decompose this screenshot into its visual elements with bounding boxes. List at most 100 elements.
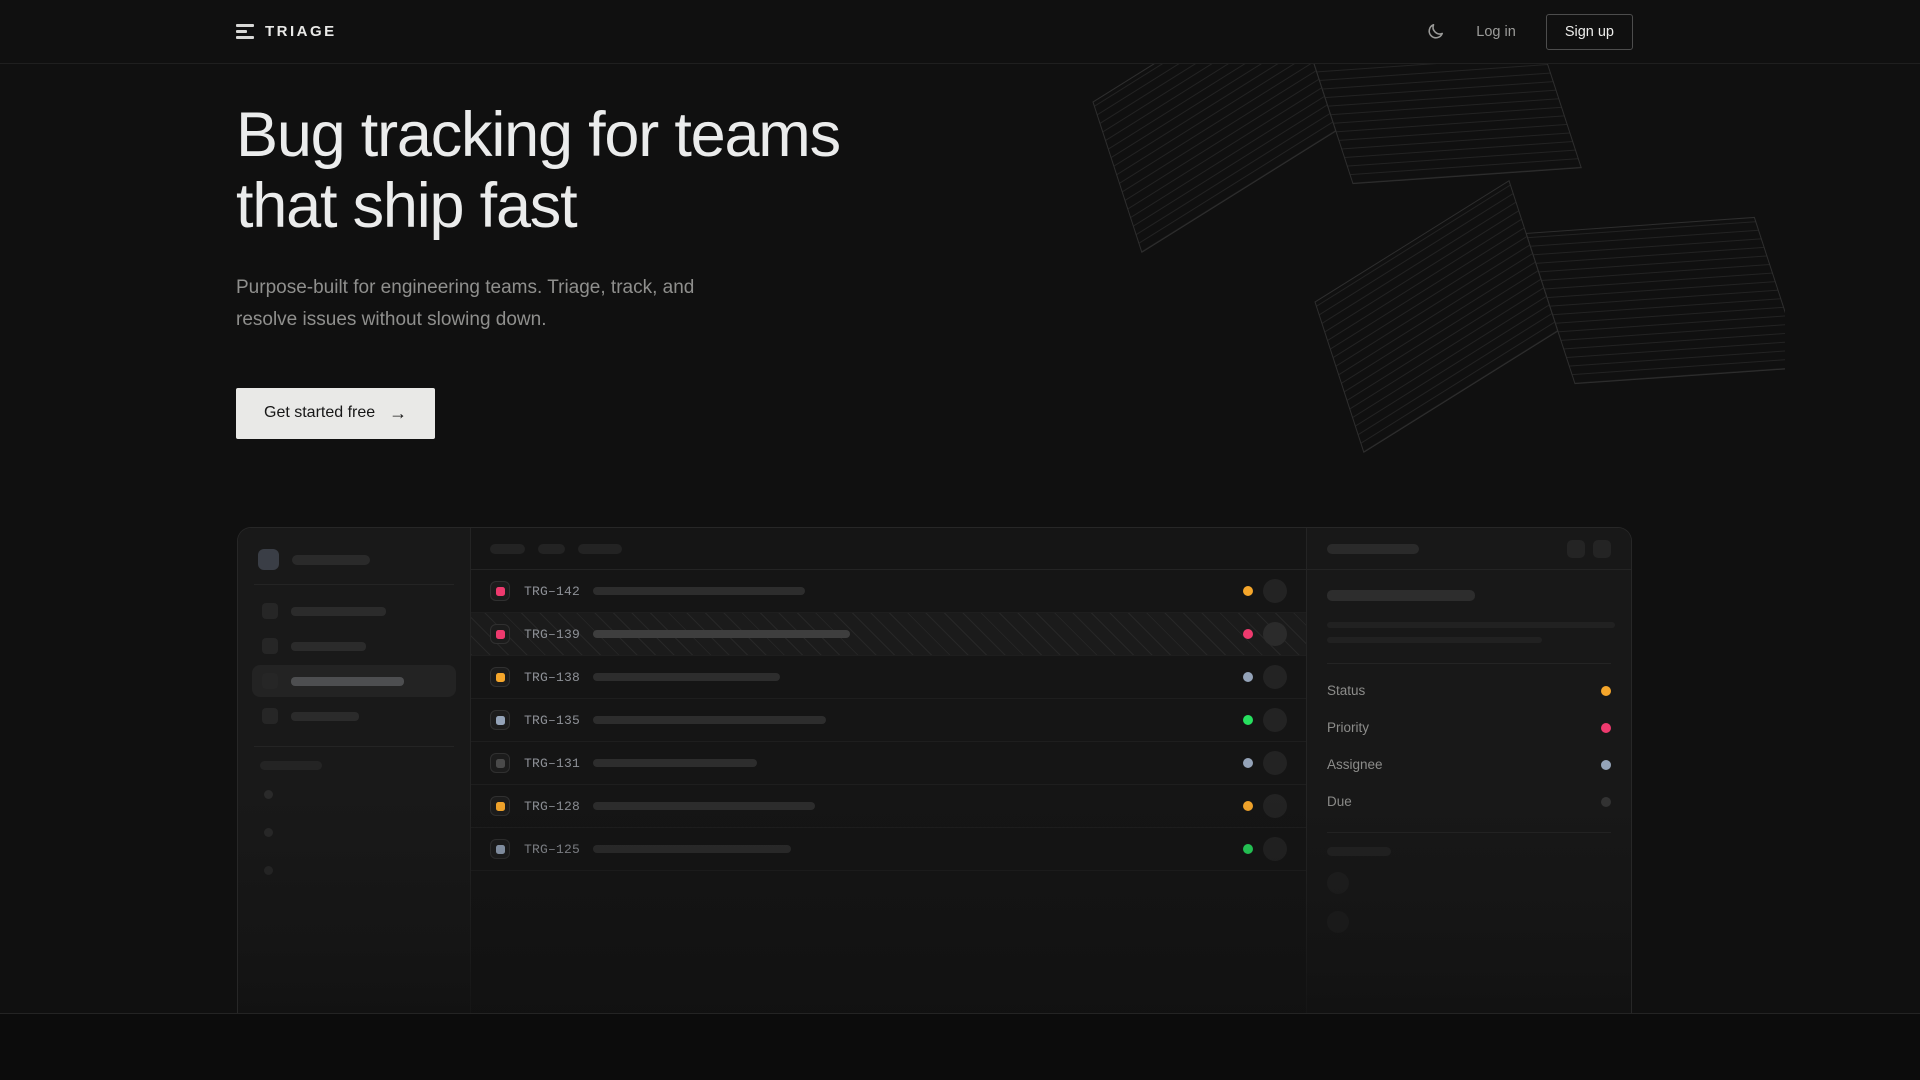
sidebar-item-label-skeleton [291,676,404,686]
theme-toggle-button[interactable] [1424,21,1446,43]
brand-logo-icon [236,24,254,39]
issue-type-icon [490,624,510,644]
issue-title-skeleton [593,845,792,853]
issue-type-icon-fill [495,629,505,639]
issue-type-icon [490,753,510,773]
issue-rows: TRG–142 TRG–139 [471,570,1306,871]
issue-row: TRG–125 [471,828,1306,871]
hero-subtitle: Purpose-built for engineering teams. Tri… [236,277,695,330]
issue-title-skeleton [593,673,781,681]
hero-headline-line1: Bug tracking for teams [236,100,841,170]
status-dot [1243,586,1253,596]
issue-id: TRG–128 [524,798,581,814]
property-row: Status [1327,672,1611,709]
issue-row: TRG–131 [471,742,1306,785]
sign-up-button[interactable]: Sign up [1545,13,1633,50]
panel-header-buttons [1567,539,1611,558]
issue-title-skeleton [593,716,827,724]
workspace-switcher-skeleton [252,543,456,584]
issue-type-icon [490,667,510,687]
sidebar-divider [254,746,454,747]
panel-divider [1327,663,1611,664]
issue-id: TRG–135 [524,712,581,728]
issue-title-skeleton [593,802,816,810]
status-dot [1243,629,1253,639]
issue-row-meta [1243,622,1287,646]
issue-id: TRG–125 [524,841,581,857]
sidebar-item-icon [262,638,278,654]
issue-title-skeleton [593,759,758,767]
issue-type-icon [490,839,510,859]
issue-row-meta [1243,837,1287,861]
hero-section: Bug tracking for teams that ship fast Pu… [236,100,841,439]
issue-id: TRG–142 [524,583,581,599]
issue-id: TRG–139 [524,626,581,642]
log-in-link[interactable]: Log in [1476,23,1516,40]
sidebar-item-icon [262,673,278,689]
app-mockup: TRG–142 TRG–139 [237,527,1632,1014]
panel-header [1307,528,1631,570]
hero-headline: Bug tracking for teams that ship fast [236,100,841,242]
issue-title-skeleton [1327,590,1475,601]
avatar [1263,665,1287,689]
issue-row-meta [1243,794,1287,818]
arrow-right-icon: → [389,403,408,424]
sidebar-item-skeleton [252,630,456,662]
sidebar-item-skeleton [252,595,456,627]
avatar [1263,794,1287,818]
list-tab-skeleton [490,543,525,554]
property-list: Status Priority Assignee [1327,672,1611,820]
sidebar-item-label-skeleton [291,711,359,721]
workspace-name-skeleton [292,554,370,565]
sidebar-dot-skeleton [264,790,273,799]
status-dot [1243,758,1253,768]
top-nav: TRIAGE Log in Sign up [0,0,1920,64]
issue-row: TRG–128 [471,785,1306,828]
issue-type-icon-fill [495,672,505,682]
property-label: Assignee [1327,757,1383,772]
description-line-skeleton [1327,622,1615,628]
nav-actions: Log in Sign up [1424,13,1633,50]
avatar [1263,708,1287,732]
activity-label-skeleton [1327,847,1391,856]
get-started-button[interactable]: Get started free → [236,387,436,439]
sidebar-item-active-skeleton [252,665,456,697]
property-row: Assignee [1327,746,1611,783]
status-dot [1243,672,1253,682]
issue-title-skeleton [593,587,806,595]
issue-type-icon [490,581,510,601]
property-row: Due [1327,783,1611,820]
panel-divider [1327,832,1611,833]
sidebar-dot-skeleton [264,866,273,875]
issue-type-icon-fill [495,715,505,725]
list-header-skeleton [471,528,1306,570]
issue-type-icon [490,710,510,730]
sidebar-item-skeleton [252,700,456,732]
avatar [1263,622,1287,646]
issue-row: TRG–135 [471,699,1306,742]
avatar [1263,837,1287,861]
moon-icon [1428,23,1443,39]
panel-button-skeleton [1567,539,1585,558]
activity-avatar-skeleton [1327,911,1349,933]
issue-type-icon-fill [495,758,505,768]
workspace-icon [258,549,279,570]
avatar [1263,751,1287,775]
issue-row-meta [1243,708,1287,732]
issue-id: TRG–138 [524,669,581,685]
wireframe-panels-decoration [999,50,1785,454]
get-started-label: Get started free [264,404,376,422]
issue-id: TRG–131 [524,755,581,771]
property-value-dot [1601,759,1611,770]
sidebar-section-skeleton [260,761,322,770]
issue-title-skeleton [593,630,851,638]
list-tab-skeleton [578,543,622,554]
status-dot [1243,844,1253,854]
issue-row-meta [1243,751,1287,775]
issue-row: TRG–139 [471,613,1306,656]
sidebar-item-icon [262,708,278,724]
property-value-dot [1601,685,1611,696]
mockup-sidebar [238,528,470,1014]
property-row: Priority [1327,709,1611,746]
